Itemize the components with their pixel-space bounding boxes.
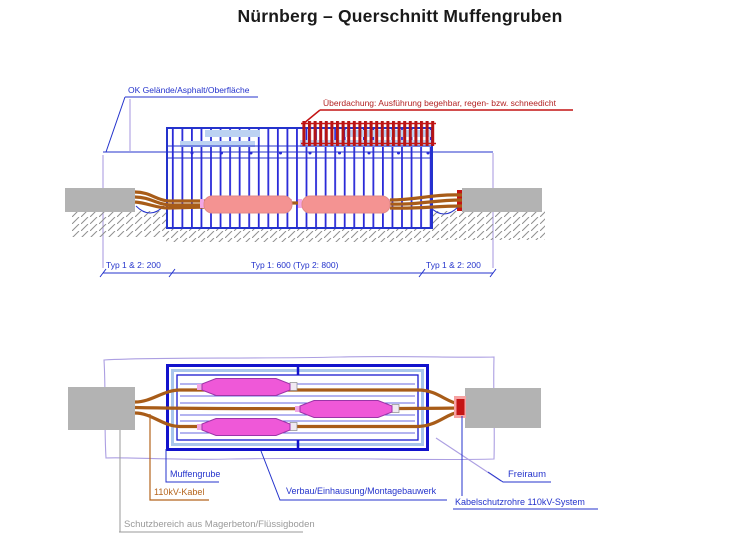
soil-hatch [72,211,545,242]
label-dimension-right: Typ 1 & 2: 200 [426,260,481,270]
label-protection-pipes: Kabelschutzrohre 110kV-System [455,497,585,507]
label-free-space: Freiraum [508,469,547,480]
leader-shoring [260,450,447,501]
label-shoring: Verbau/Einhausung/Montagebauwerk [286,486,437,496]
dimension-line [99,268,497,278]
cable-joints-plan [197,378,400,436]
protection-zone-outline [103,355,495,461]
leader-protection-pipes [453,416,598,510]
duct-block-left-plan [68,387,135,430]
cables-top-section [134,190,463,210]
label-cable: 110kV-Kabel [154,487,205,497]
roof-hatch [301,121,436,146]
leader-cable [149,414,209,501]
duct-block-right-plan [465,388,541,428]
label-protection-zone: Schutzbereich aus Magerbeton/Flüssigbode… [124,519,315,530]
label-roof: Überdachung: Ausführung begehbar, regen-… [323,98,556,108]
page-title: Nürnberg – Querschnitt Muffengruben [237,6,563,26]
cable-joints-top [200,195,391,214]
leader-protection-zone [119,428,303,533]
pipe-bundle-marker [454,396,466,418]
protection-pipes [180,383,415,434]
leader-free-space [435,437,551,483]
label-joint-pit: Muffengrube [170,469,221,479]
leader-joint-pit [165,449,219,483]
leader-roof [302,109,573,125]
label-dimension-left: Typ 1 & 2: 200 [106,260,161,270]
label-surface: OK Gelände/Asphalt/Oberfläche [128,85,250,95]
label-dimension-center: Typ 1: 600 (Typ 2: 800) [251,260,339,270]
leader-surface [105,96,258,153]
top-cross-section-drawing [65,96,573,278]
duct-block-left [65,188,135,212]
bottom-plan-drawing [68,355,598,533]
duct-block-right [462,188,542,212]
